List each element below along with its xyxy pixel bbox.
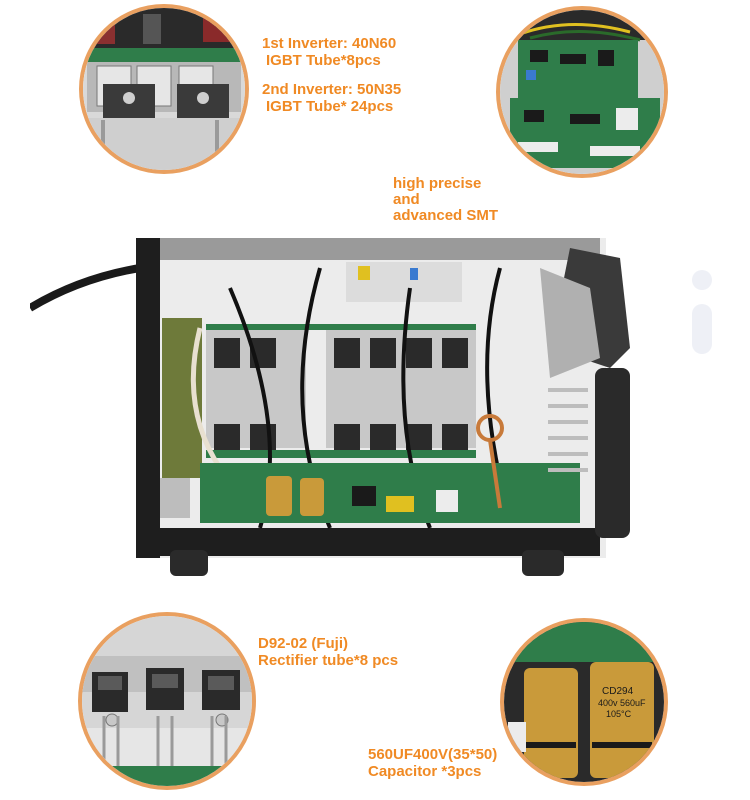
rectifier-closeup-photo (78, 612, 256, 790)
capacitor-model-text: CD294 (602, 686, 634, 697)
inverter-label-4: IGBT Tube* 24pcs (266, 98, 394, 115)
smt-label-3: advanced SMT (393, 207, 499, 224)
side-decoration (686, 268, 718, 358)
capacitor-temp-text: 105°C (606, 709, 632, 719)
inverter-label-1: 1st Inverter: 40N60 (262, 35, 397, 52)
pcb-closeup-photo (496, 6, 668, 178)
smt-label-2: and (393, 191, 420, 208)
rectifier-label-1: D92-02 (Fuji) (258, 635, 349, 652)
capacitor-label-1: 560UF400V(35*50) (368, 746, 498, 763)
capacitor-label-2: Capacitor *3pcs (368, 763, 482, 780)
capacitor-rating-text: 400v 560uF (598, 698, 646, 708)
igbt-closeup-photo (79, 4, 249, 174)
rectifier-label-2: Rectifier tube*8 pcs (258, 652, 399, 669)
smt-label-1: high precise (393, 175, 482, 192)
inverter-label-3: 2nd Inverter: 50N35 (262, 81, 402, 98)
welder-internal-photo (30, 228, 630, 583)
capacitor-closeup-photo: CD294 400v 560uF 105°C (500, 618, 668, 786)
inverter-label-2: IGBT Tube*8pcs (266, 52, 381, 69)
